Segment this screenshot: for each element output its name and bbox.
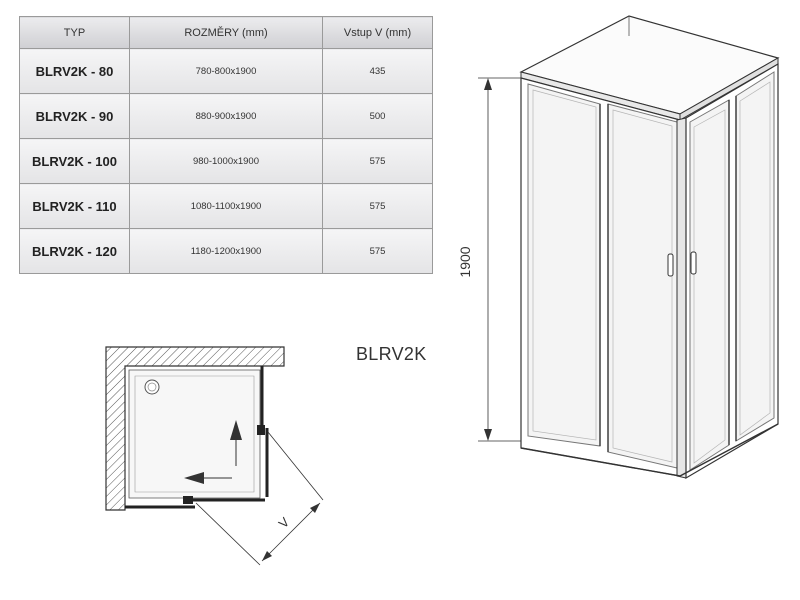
top-frame [519, 15, 780, 115]
glass-wall-front [125, 498, 265, 509]
wall-hatched [105, 346, 285, 511]
drain-icon [144, 379, 160, 395]
model-label: BLRV2K [356, 344, 427, 364]
spec-table: TYP ROZMĚRY (mm) Vstup V (mm) BLRV2K - 8… [19, 16, 433, 274]
arrow-left-icon [184, 472, 204, 484]
corner-post [676, 117, 687, 479]
table-row: BLRV2K - 110 1080-1100x1900 575 [19, 183, 433, 229]
table-row: BLRV2K - 120 1180-1200x1900 575 [19, 228, 433, 274]
cell-entry: 500 [322, 93, 433, 139]
cell-entry: 575 [322, 228, 433, 274]
cell-type: BLRV2K - 110 [19, 183, 130, 229]
front-panel-frame [520, 77, 681, 477]
table-header-row: TYP ROZMĚRY (mm) Vstup V (mm) [19, 16, 433, 49]
cell-type: BLRV2K - 80 [19, 48, 130, 94]
cell-entry: 575 [322, 183, 433, 229]
door-handle-icon [690, 251, 697, 275]
table-row: BLRV2K - 80 780-800x1900 435 [19, 48, 433, 94]
glass-wall-right [260, 366, 269, 497]
glass-panel-fixed-front [527, 83, 601, 447]
cell-entry: 435 [322, 48, 433, 94]
door-handle-icon [667, 253, 674, 277]
sliding-door-front [607, 103, 678, 469]
header-type: TYP [19, 16, 130, 49]
entry-dimension-line [261, 502, 321, 562]
cell-type: BLRV2K - 90 [19, 93, 130, 139]
sliding-door-side [689, 99, 730, 471]
bottom-frame [520, 423, 779, 477]
cell-dimensions: 780-800x1900 [129, 48, 323, 94]
arrow-up-icon [230, 420, 242, 440]
cell-dimensions: 980-1000x1900 [129, 138, 323, 184]
header-dimensions: ROZMĚRY (mm) [129, 16, 323, 49]
cell-dimensions: 880-900x1900 [129, 93, 323, 139]
shower-tray [128, 369, 261, 499]
cell-dimensions: 1080-1100x1900 [129, 183, 323, 229]
header-entry: Vstup V (mm) [322, 16, 433, 49]
cell-type: BLRV2K - 120 [19, 228, 130, 274]
table-row: BLRV2K - 100 980-1000x1900 575 [19, 138, 433, 184]
table-row: BLRV2K - 90 880-900x1900 500 [19, 93, 433, 139]
side-panel-frame [685, 62, 779, 480]
entry-dimension-label: V [275, 514, 292, 531]
tray-inner [134, 375, 255, 493]
cell-type: BLRV2K - 100 [19, 138, 130, 184]
cell-dimensions: 1180-1200x1900 [129, 228, 323, 274]
glass-panel-fixed-side [735, 71, 775, 442]
cell-entry: 575 [322, 138, 433, 184]
height-label: 1900 [457, 246, 473, 277]
